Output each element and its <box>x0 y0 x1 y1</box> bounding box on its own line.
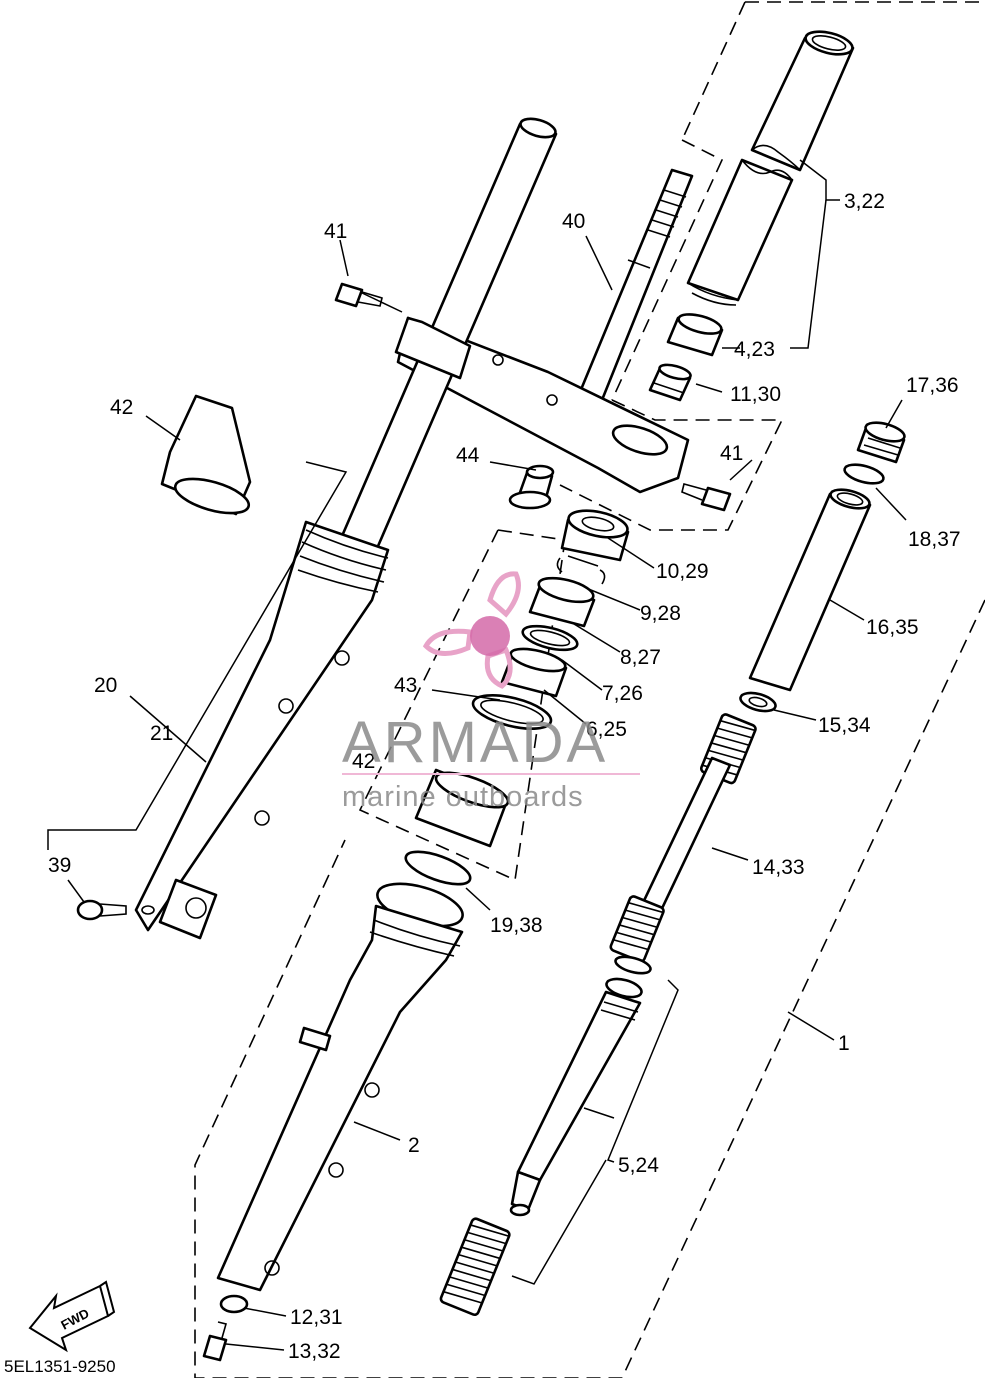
bearing-cover <box>560 509 630 562</box>
callout-9-28: 9,28 <box>640 602 681 625</box>
fork-cover-lower <box>414 768 510 848</box>
callout-4-23: 4,23 <box>734 338 775 361</box>
callout-42-upper: 42 <box>110 396 133 419</box>
inner-tube-upper <box>750 30 855 172</box>
callout-1: 1 <box>838 1032 850 1055</box>
o-ring-lower <box>404 850 472 886</box>
outer-tube-2 <box>202 882 464 1362</box>
seal-ring <box>521 624 579 652</box>
collar <box>500 647 568 698</box>
outer-tube-20-21 <box>134 520 390 940</box>
clamp-bolt-upper <box>334 282 383 308</box>
fork-cover-upper <box>160 394 252 516</box>
callout-42-lower: 42 <box>352 750 375 773</box>
callout-39: 39 <box>48 854 71 877</box>
forward-direction-badge: FWD <box>28 1280 116 1353</box>
callout-16-35: 16,35 <box>866 616 919 639</box>
callout-43: 43 <box>394 674 417 697</box>
callout-8-27: 8,27 <box>620 646 661 669</box>
callout-21: 21 <box>150 722 173 745</box>
callout-3-22: 3,22 <box>844 190 885 213</box>
callout-labels: 1 2 3,22 4,23 5,24 6,25 7,26 8,27 9,28 1… <box>48 190 961 1363</box>
o-ring-upper <box>843 463 885 485</box>
callout-20: 20 <box>94 674 117 697</box>
piston-ring-bushing <box>648 363 692 402</box>
ball-bearing <box>556 555 606 585</box>
callout-7-26: 7,26 <box>602 682 643 705</box>
callout-40: 40 <box>562 210 585 233</box>
cap-bolt <box>856 421 906 464</box>
front-fork-assembly-1 <box>439 30 906 1317</box>
steering-head-parts <box>396 168 694 886</box>
drain-bolt <box>202 1321 228 1362</box>
snap-ring <box>614 955 652 975</box>
slide-bushing <box>666 313 724 357</box>
left-fork-leg-assembly <box>76 117 732 940</box>
propeller-logo <box>422 571 521 689</box>
armada-watermark: ARMADA marine outboards <box>342 571 640 813</box>
drawing-code: 5EL1351-9250 <box>4 1357 116 1376</box>
fork-spring <box>609 713 757 963</box>
damper-rod <box>509 977 643 1217</box>
spacer-tube <box>748 488 872 692</box>
callout-41-upper: 41 <box>324 220 347 243</box>
callout-12-31: 12,31 <box>290 1306 343 1329</box>
drain-washer <box>219 1294 249 1314</box>
callout-17-36: 17,36 <box>906 374 959 397</box>
callout-10-29: 10,29 <box>656 560 709 583</box>
callout-19-38: 19,38 <box>490 914 543 937</box>
callout-15-34: 15,34 <box>818 714 871 737</box>
callout-13-32: 13,32 <box>288 1340 341 1363</box>
ring-nut <box>508 464 555 510</box>
callout-11-30: 11,30 <box>730 383 781 406</box>
callout-6-25: 6,25 <box>586 718 627 741</box>
assembly-boundary-lines <box>194 1 985 1378</box>
watermark-tagline: marine outboards <box>342 781 584 813</box>
handlebar-clamp <box>394 316 472 380</box>
callout-14-33: 14,33 <box>752 856 805 879</box>
spring-washer <box>739 691 777 713</box>
callout-2: 2 <box>408 1134 420 1157</box>
bearing-race <box>528 576 596 628</box>
callout-18-37: 18,37 <box>908 528 961 551</box>
callout-leader-lines <box>47 159 907 1351</box>
clamp-bolt-lower <box>681 483 732 512</box>
callout-41-lower: 41 <box>720 442 743 465</box>
watermark-brand: ARMADA <box>342 710 608 775</box>
rebound-spring <box>439 1217 511 1317</box>
callout-5-24: 5,24 <box>618 1154 659 1177</box>
axle-pinch-bolt <box>76 899 155 921</box>
inner-tube-lower <box>686 158 794 306</box>
dust-seal-ring <box>471 694 553 730</box>
callout-44: 44 <box>456 444 480 467</box>
